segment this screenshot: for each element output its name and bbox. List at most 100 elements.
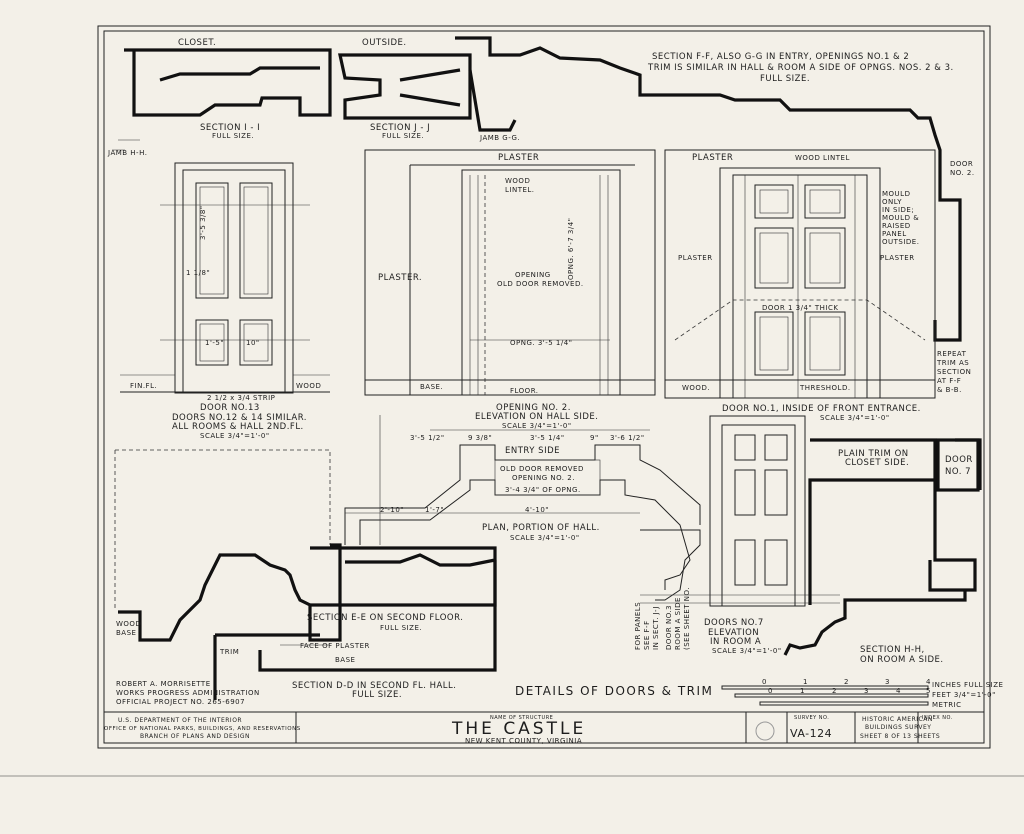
habs-line: BUILDINGS SURVEY xyxy=(865,724,931,731)
note-line: (SEE SHEET NO. xyxy=(683,587,691,650)
sheet-number: SHEET 8 OF 13 SHEETS xyxy=(860,733,940,740)
door7-line: ELEVATION xyxy=(708,628,759,638)
section-h-title: SECTION H-H, xyxy=(860,645,925,655)
scale-tick: 5 xyxy=(926,687,931,695)
wood-base-label: WOOD xyxy=(116,620,141,628)
outer-border xyxy=(97,25,991,749)
jamb-h-label: JAMB H-H. xyxy=(107,149,147,157)
inner-border xyxy=(103,30,985,744)
face-of-plaster: FACE OF PLASTER xyxy=(300,642,370,650)
agency-line: BRANCH OF PLANS AND DESIGN xyxy=(140,733,250,740)
credit-line: WORKS PROGRESS ADMINISTRATION xyxy=(116,689,260,697)
door13-dim: 3'-5 3/8" xyxy=(199,205,207,240)
plan-dim: 2'-10" xyxy=(380,506,404,514)
scale-tick: 1 xyxy=(800,687,805,695)
note-line: DOOR NO.3 xyxy=(665,605,673,650)
note-line: IN SECT. J-J xyxy=(652,606,660,650)
scale-tick: 3 xyxy=(864,687,869,695)
note-line: FOR PANELS xyxy=(634,602,642,650)
door13-fin-fl: FIN.FL. xyxy=(130,382,157,390)
door1-plaster-left: PLASTER xyxy=(678,254,713,262)
door7-line: IN ROOM A xyxy=(710,637,761,647)
door7-title: DOORS NO.7 xyxy=(704,618,764,628)
note-line: IN SIDE; xyxy=(882,206,914,214)
door13-strip: 2 1/2 x 3/4 STRIP xyxy=(207,394,275,402)
note-line: PANEL xyxy=(882,230,907,238)
door7-box-number: NO. 7 xyxy=(945,467,971,477)
plain-trim-label: PLAIN TRIM ON xyxy=(838,449,909,459)
plan-title: PLAN, PORTION OF HALL. xyxy=(482,523,600,533)
scale-tick: 3 xyxy=(885,678,890,686)
door1-wood: WOOD. xyxy=(682,384,710,392)
note-line: TRIM AS xyxy=(936,359,969,367)
note-line: MOULD xyxy=(882,190,910,198)
opening-2-elevation xyxy=(364,149,656,396)
door13-dim: 1'-5" xyxy=(205,339,224,347)
section-j-j-profile xyxy=(338,36,962,342)
section-i-title: SECTION I - I xyxy=(200,123,260,133)
door7-box-label: DOOR xyxy=(945,455,973,465)
section-h-h-profile xyxy=(783,438,982,656)
door13-wood: WOOD xyxy=(296,382,321,390)
opening2-plaster-left: PLASTER. xyxy=(378,273,422,283)
door7-scale: SCALE 3/4"=1'-0" xyxy=(712,647,782,655)
door-13-elevation xyxy=(120,162,330,394)
credit-line: ROBERT A. MORRISETTE xyxy=(116,680,211,688)
door13-dim: 1 1/8" xyxy=(186,269,210,277)
credit-line: OFFICIAL PROJECT NO. 265-6907 xyxy=(116,698,245,706)
note-line: RAISED xyxy=(882,222,911,230)
sheet-title: DETAILS OF DOORS & TRIM xyxy=(515,684,713,698)
plan-dim: 9" xyxy=(590,434,599,442)
note-line: ROOM A SIDE xyxy=(674,597,682,650)
label-closet: CLOSET. xyxy=(178,38,216,48)
section-d-d-profile xyxy=(213,560,497,700)
scale-tick: 4 xyxy=(926,678,931,686)
plain-trim-label-2: CLOSET SIDE. xyxy=(845,458,909,468)
section-f-line-3: FULL SIZE. xyxy=(760,74,810,84)
name-label: NAME OF STRUCTURE xyxy=(490,715,553,721)
door1-thick: DOOR 1 3/4" THICK xyxy=(762,304,838,312)
section-e-e-profile xyxy=(114,449,497,642)
section-d-scale: FULL SIZE. xyxy=(352,690,402,700)
survey-number: VA-124 xyxy=(790,727,832,740)
structure-location: NEW KENT COUNTY, VIRGINIA xyxy=(465,737,582,745)
section-h-subtitle: ON ROOM A SIDE. xyxy=(860,655,944,665)
structure-name: THE CASTLE xyxy=(451,719,586,739)
opening2-lintel: WOOD xyxy=(505,177,530,185)
section-j-title: SECTION J - J xyxy=(370,123,430,133)
jamb-g-label: JAMB G-G. xyxy=(479,134,520,142)
scale-tick: 2 xyxy=(844,678,849,686)
plan-entry-side: ENTRY SIDE xyxy=(505,446,560,456)
door13-line: DOORS NO.12 & 14 SIMILAR. xyxy=(172,413,307,423)
graphic-scale: 0 1 2 3 4 0 1 2 3 4 5 INCHES FULL SIZE F… xyxy=(721,678,1003,709)
opening2-plaster-top: PLASTER xyxy=(498,153,539,163)
opening2-opng-v: OPNG. 6'-7 3/4" xyxy=(567,218,575,280)
seal-icon xyxy=(755,721,775,741)
plan-portion-of-hall xyxy=(344,415,701,601)
section-i-i-profile xyxy=(112,48,332,151)
habs-line: HISTORIC AMERICAN xyxy=(862,716,933,723)
section-d-title: SECTION D-D IN SECOND FL. HALL. xyxy=(292,681,456,691)
door1-plaster-top: PLASTER xyxy=(692,153,733,163)
scale-label: FEET 3/4"=1'-0" xyxy=(932,691,996,699)
note-line: AT F-F xyxy=(937,377,961,385)
door13-line: ALL ROOMS & HALL 2ND.FL. xyxy=(172,422,304,432)
agency-line: OFFICE OF NATIONAL PARKS, BUILDINGS, AND… xyxy=(104,726,301,732)
section-j-scale: FULL SIZE. xyxy=(382,132,424,140)
plan-scale: SCALE 3/4"=1'-0" xyxy=(510,534,580,542)
note-line: REPEAT xyxy=(937,350,967,358)
opening2-old-door: OLD DOOR REMOVED. xyxy=(497,280,584,288)
opening2-scale: SCALE 3/4"=1'-0" xyxy=(502,422,572,430)
plan-dim: 3'-5 1/4" xyxy=(530,434,565,442)
door-2-number: NO. 2. xyxy=(950,169,975,177)
door1-scale: SCALE 3/4"=1'-0" xyxy=(820,414,890,422)
scale-tick: 0 xyxy=(762,678,767,686)
plan-dim: 9 3/8" xyxy=(468,434,492,442)
door13-title: DOOR NO.13 xyxy=(200,403,260,413)
title-block: U.S. DEPARTMENT OF THE INTERIOR OFFICE O… xyxy=(104,711,984,745)
door13-dim: 10" xyxy=(246,339,260,347)
base-label: BASE xyxy=(335,656,355,664)
plan-dim: 3'-6 1/2" xyxy=(610,434,645,442)
